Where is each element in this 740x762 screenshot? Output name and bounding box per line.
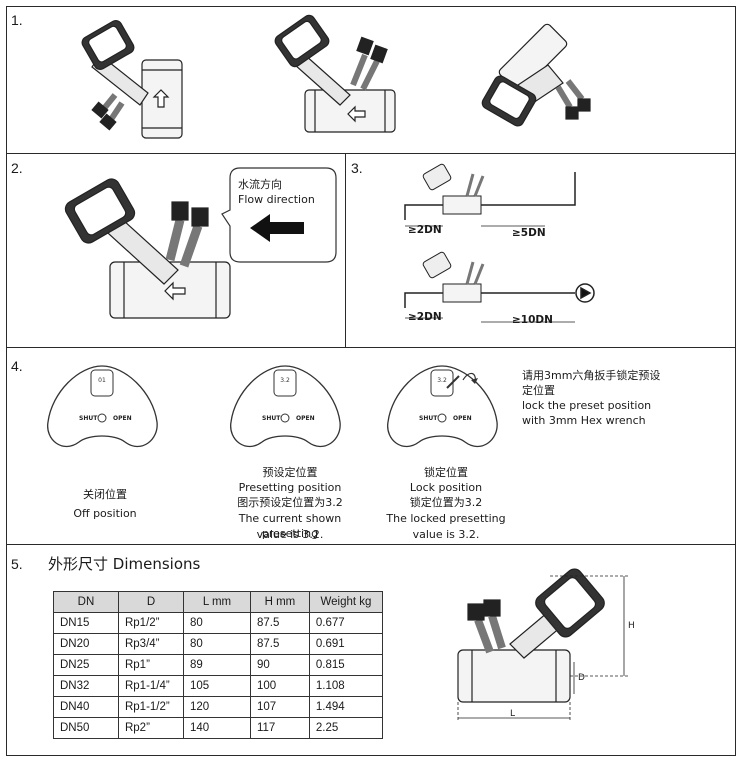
cell-d: Rp1-1/4”: [117, 675, 184, 697]
col-weight: Weight kg: [308, 591, 384, 613]
cell-dn: DN20: [53, 633, 119, 655]
lock-position-cn: 锁定位置: [424, 466, 468, 479]
lock-position-en: Lock position: [409, 481, 483, 494]
handwheel-lock: 3.2 SHUT OPEN: [387, 365, 498, 448]
table-row: DN15 Rp1/2” 80 87.5 0.677: [53, 612, 384, 634]
svg-text:SHUT: SHUT: [262, 415, 281, 422]
section-1-number: 1.: [11, 12, 23, 28]
svg-text:OPEN: OPEN: [296, 415, 315, 422]
cell-weight: 0.677: [308, 612, 384, 634]
preset-value-cn: 图示预设定位置为3.2: [237, 496, 343, 509]
col-l: L mm: [182, 591, 251, 613]
col-dn: DN: [53, 591, 119, 613]
cell-d: Rp1/2”: [117, 612, 184, 634]
cell-l: 105: [182, 675, 251, 697]
svg-text:D: D: [578, 673, 585, 683]
table-header-row: DN D L mm H mm Weight kg: [53, 591, 384, 613]
section-2-number: 2.: [11, 160, 23, 176]
dimensions-title: 外形尺寸 Dimensions: [48, 555, 201, 573]
cell-dn: DN40: [53, 696, 119, 718]
cell-h: 100: [249, 675, 310, 697]
section-3-number: 3.: [351, 160, 363, 176]
cell-d: Rp2”: [117, 717, 184, 739]
table-row: DN50 Rp2” 140 117 2.25: [53, 717, 384, 739]
table-row: DN40 Rp1-1/2” 120 107 1.494: [53, 696, 384, 718]
valve-illustration-1: [81, 20, 183, 139]
cell-l: 80: [182, 633, 251, 655]
svg-text:OPEN: OPEN: [113, 415, 132, 422]
cell-weight: 0.815: [308, 654, 384, 676]
cell-h: 87.5: [249, 633, 310, 655]
valve-illustration-3: [481, 23, 591, 127]
svg-text:3.2: 3.2: [280, 377, 290, 384]
install-diagram-top: [404, 163, 576, 227]
distance-downstream-top: ≥5DN: [512, 227, 546, 239]
cell-dn: DN50: [53, 717, 119, 739]
cell-l: 120: [182, 696, 251, 718]
cell-dn: DN15: [53, 612, 119, 634]
svg-text:SHUT: SHUT: [419, 415, 438, 422]
preset-value-en2: value is 3.2.: [256, 528, 324, 541]
preset-position-en: Presetting position: [238, 481, 342, 494]
cell-l: 89: [182, 654, 251, 676]
valve-illustration-2: [274, 14, 396, 133]
cell-h: 87.5: [249, 612, 310, 634]
flow-arrow-icon: [250, 214, 304, 242]
col-d: D: [117, 591, 184, 613]
valve-illustration-flow: [64, 178, 231, 319]
off-position-cn: 关闭位置: [83, 488, 127, 501]
svg-text:OPEN: OPEN: [453, 415, 472, 422]
table-row: DN20 Rp3/4” 80 87.5 0.691: [53, 633, 384, 655]
preset-value-en1: The current shown presetting: [238, 512, 342, 540]
cell-weight: 1.494: [308, 696, 384, 718]
cell-l: 80: [182, 612, 251, 634]
svg-text:SHUT: SHUT: [79, 415, 98, 422]
note-cn-line2: 定位置: [522, 384, 555, 397]
preset-position-cn: 预设定位置: [262, 466, 318, 479]
off-position-en: Off position: [73, 507, 137, 520]
distance-upstream-bottom: ≥2DN: [408, 311, 442, 323]
lock-value-en2: value is 3.2.: [412, 528, 480, 541]
flow-direction-label-cn: 水流方向: [238, 178, 282, 191]
svg-text:01: 01: [98, 377, 106, 384]
table-row: DN32 Rp1-1/4” 105 100 1.108: [53, 675, 384, 697]
distance-upstream-top: ≥2DN: [408, 224, 442, 236]
svg-text:L: L: [510, 709, 515, 719]
lock-value-en1: The locked presetting: [386, 512, 506, 525]
flow-direction-label-en: Flow direction: [238, 193, 315, 206]
svg-text:H: H: [628, 621, 635, 631]
cell-weight: 1.108: [308, 675, 384, 697]
cell-d: Rp1”: [117, 654, 184, 676]
cell-h: 107: [249, 696, 310, 718]
valve-dimension-drawing: H D L: [457, 568, 635, 722]
col-h: H mm: [249, 591, 310, 613]
handwheel-off: 01 SHUT OPEN: [47, 365, 158, 448]
handwheel-preset: 3.2 SHUT OPEN: [230, 365, 341, 448]
cell-h: 90: [249, 654, 310, 676]
section-4-number: 4.: [11, 358, 23, 374]
cell-d: Rp3/4”: [117, 633, 184, 655]
flow-callout-bubble: [221, 167, 337, 263]
cell-l: 140: [182, 717, 251, 739]
note-en-line2: with 3mm Hex wrench: [522, 414, 646, 427]
note-en-line1: lock the preset position: [522, 399, 652, 412]
cell-h: 117: [249, 717, 310, 739]
table-row: DN25 Rp1” 89 90 0.815: [53, 654, 384, 676]
cell-weight: 2.25: [308, 717, 384, 739]
cell-dn: DN25: [53, 654, 119, 676]
cell-weight: 0.691: [308, 633, 384, 655]
svg-text:3.2: 3.2: [437, 377, 447, 384]
dimensions-table: DN D L mm H mm Weight kg DN15 Rp1/2” 80 …: [53, 591, 384, 739]
lock-value-cn: 锁定位置为3.2: [409, 496, 483, 509]
cell-dn: DN32: [53, 675, 119, 697]
section-5-frame: [6, 544, 736, 756]
cell-d: Rp1-1/2”: [117, 696, 184, 718]
note-cn-line1: 请用3mm六角扳手锁定预设: [522, 369, 661, 382]
install-diagram-bottom: [404, 251, 595, 323]
distance-downstream-bottom: ≥10DN: [512, 314, 553, 326]
section-5-number: 5.: [11, 556, 23, 572]
